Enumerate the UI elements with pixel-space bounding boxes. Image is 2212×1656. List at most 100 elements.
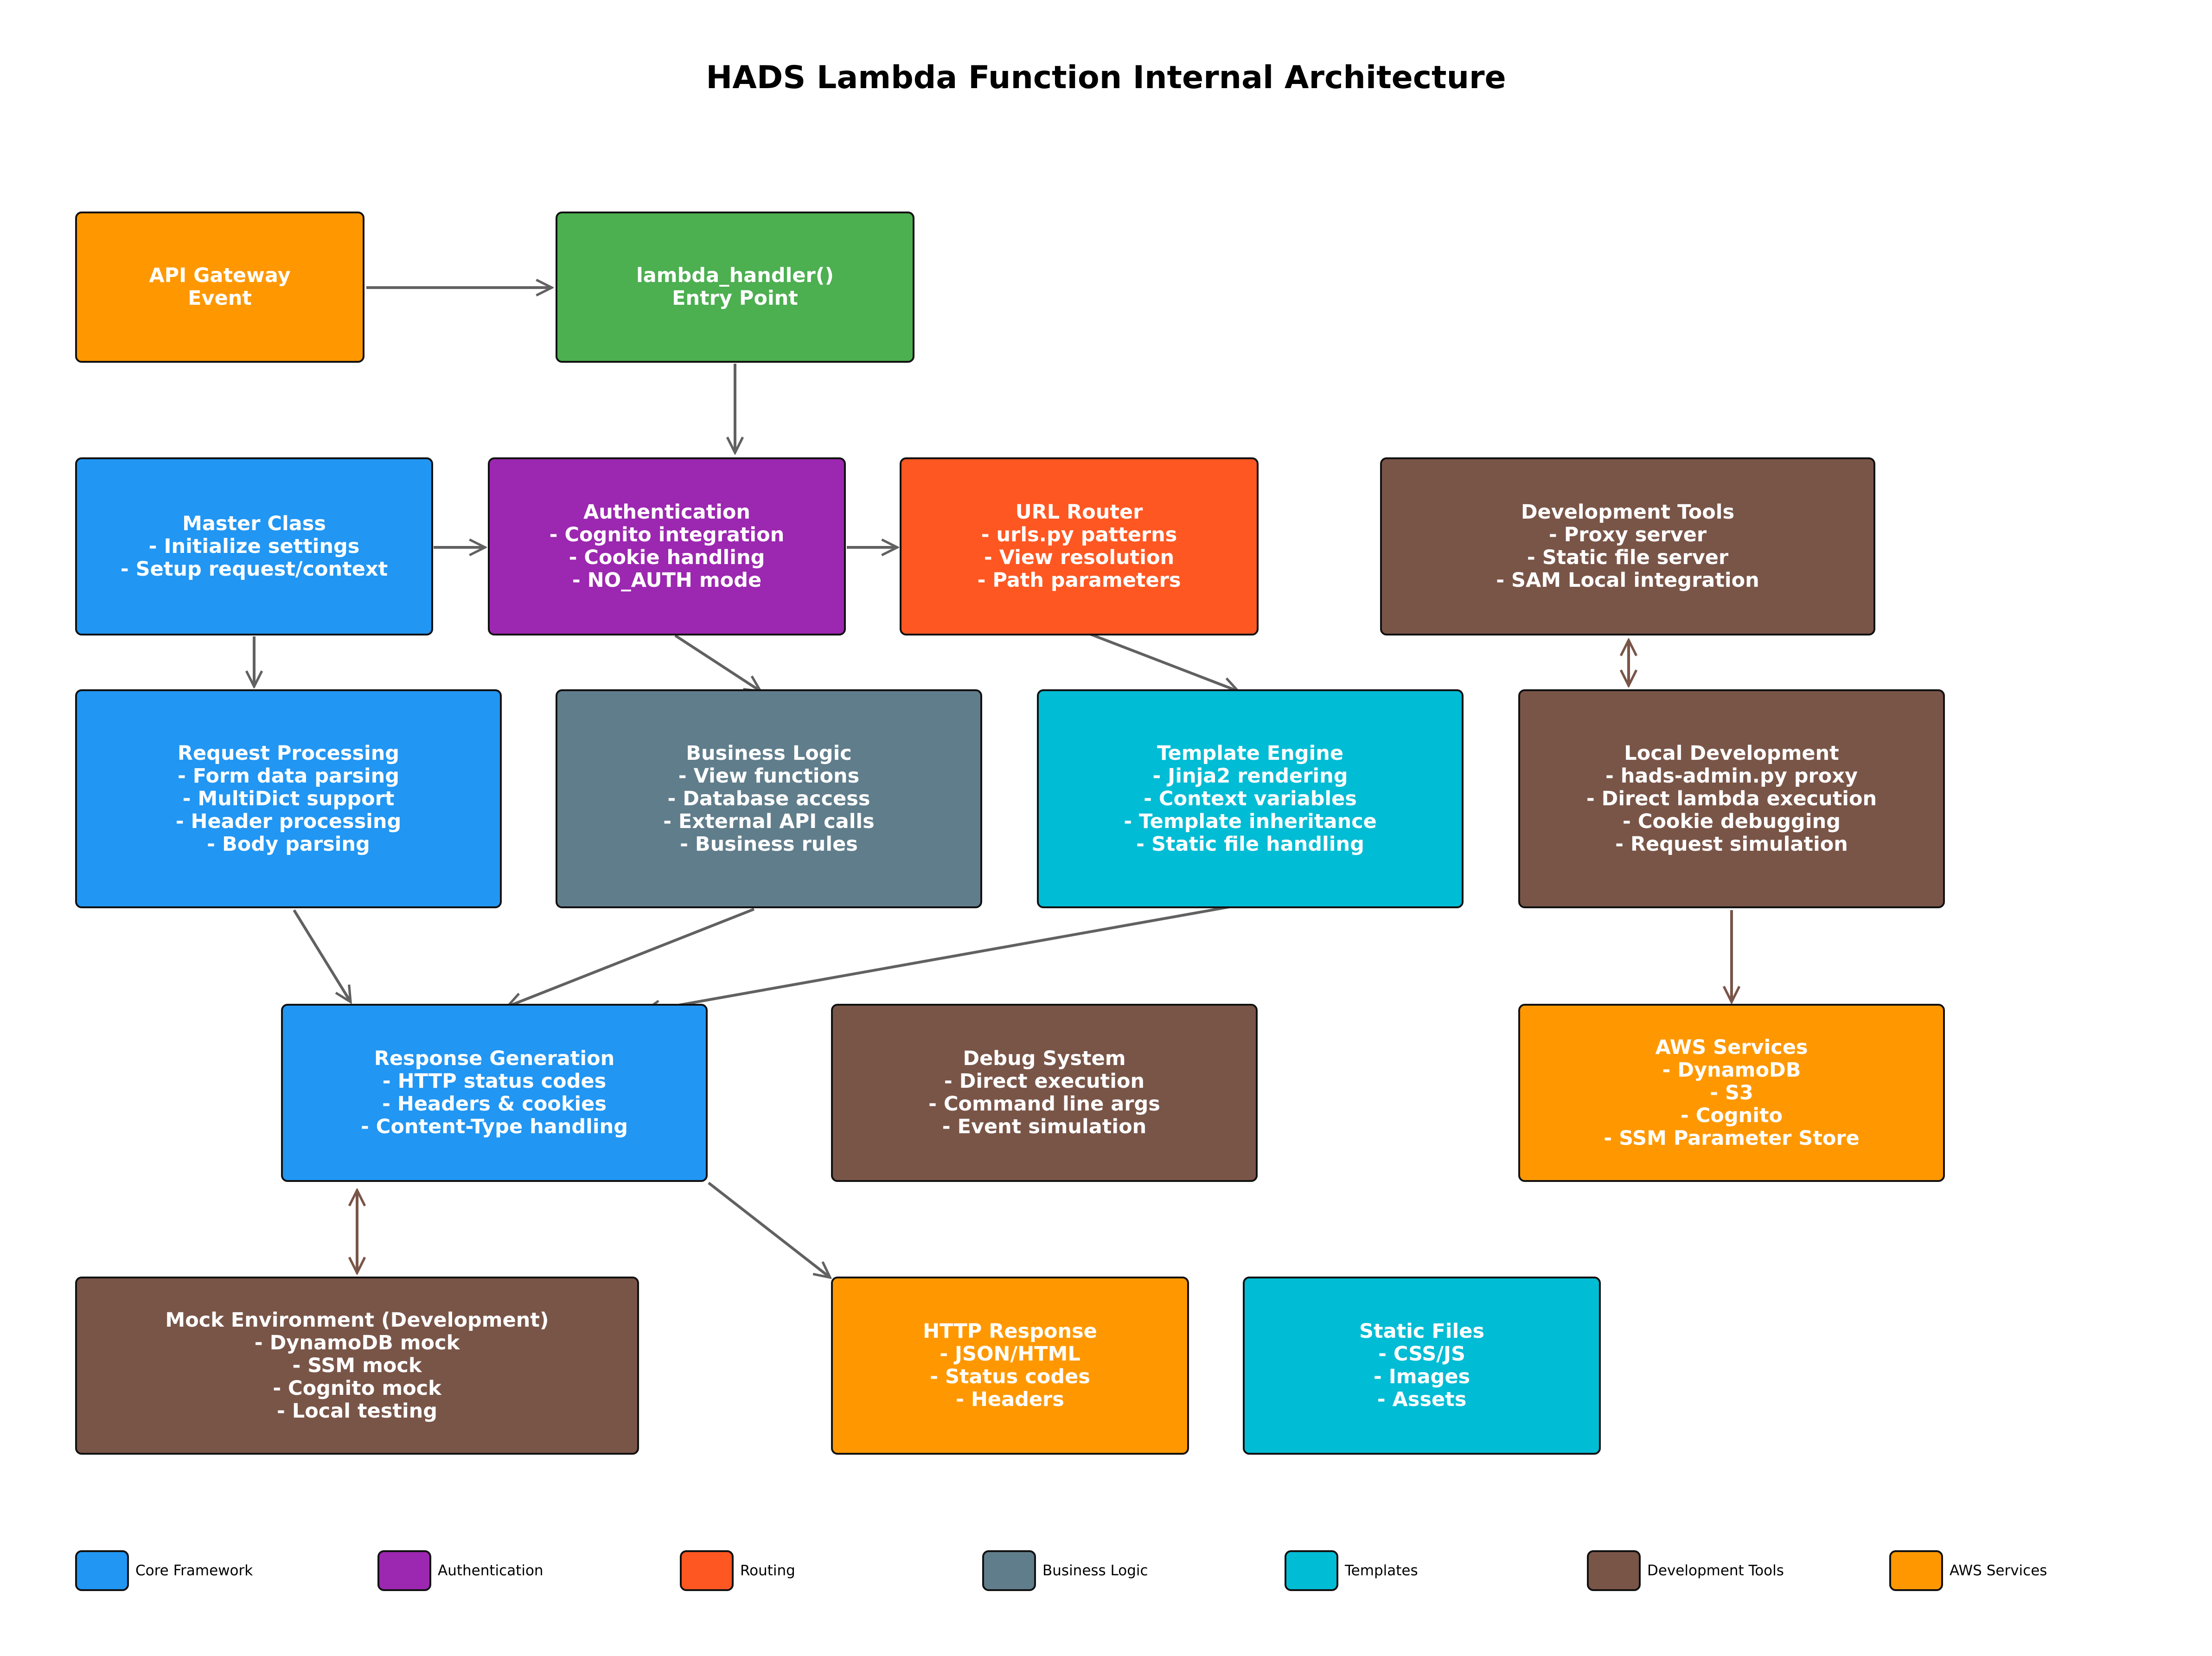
- node-bullet: - Template inheritance: [1124, 809, 1377, 833]
- node-bullet: - Content-Type handling: [360, 1115, 628, 1138]
- diagram-title: HADS Lambda Function Internal Architectu…: [706, 59, 1506, 96]
- legend-label: Core Framework: [135, 1562, 253, 1579]
- node-bullet: - Assets: [1377, 1388, 1467, 1411]
- node-heading: Request Processing: [177, 741, 400, 765]
- legend-swatch: [377, 1550, 431, 1591]
- legend-swatch: [982, 1550, 1036, 1591]
- node-bullet: - SSM mock: [292, 1354, 422, 1377]
- node-heading: Development Tools: [1521, 501, 1735, 524]
- aws-services-node: AWS Services- DynamoDB- S3- Cognito- SSM…: [1518, 1004, 1945, 1182]
- node-bullet: - Static file handling: [1136, 832, 1364, 856]
- node-bullet: - Database access: [667, 787, 870, 810]
- node-bullet: - HTTP status codes: [382, 1070, 607, 1093]
- local-development-node: Local Development- hads-admin.py proxy- …: [1518, 689, 1945, 908]
- node-bullet: - Header processing: [175, 809, 402, 833]
- node-bullet: - Static file server: [1527, 546, 1729, 569]
- master-class-node: Master Class- Initialize settings- Setup…: [75, 457, 433, 635]
- lambda-handler-node: lambda_handler()Entry Point: [556, 212, 914, 363]
- legend-label: AWS Services: [1950, 1562, 2047, 1579]
- node-heading: URL Router: [1015, 501, 1143, 524]
- legend-swatch: [75, 1550, 129, 1591]
- business-logic-node: Business Logic- View functions- Database…: [556, 689, 982, 908]
- legend-business-logic: Business Logic: [982, 1549, 1148, 1592]
- node-heading: Static Files: [1359, 1320, 1484, 1343]
- node-bullet: - Context variables: [1144, 787, 1357, 810]
- node-bullet: - NO_AUTH mode: [572, 569, 762, 592]
- arrow-response-to-http: [708, 1181, 830, 1277]
- node-heading: Response Generation: [374, 1047, 615, 1070]
- node-heading: AWS Services: [1655, 1035, 1808, 1059]
- node-bullet: - Setup request/context: [120, 557, 388, 581]
- node-bullet: - Cookie handling: [569, 546, 765, 569]
- node-bullet: - S3: [1710, 1081, 1753, 1104]
- node-bullet: - Headers & cookies: [382, 1092, 607, 1116]
- arrow-template-to-response: [645, 903, 1243, 1011]
- node-heading: Mock Environment (Development): [165, 1308, 549, 1332]
- node-heading: API Gateway: [149, 264, 291, 287]
- node-heading: Debug System: [963, 1047, 1126, 1070]
- http-response-node: HTTP Response- JSON/HTML- Status codes- …: [831, 1277, 1189, 1455]
- node-bullet: - Jinja2 rendering: [1152, 764, 1348, 788]
- node-bullet: - urls.py patterns: [981, 523, 1177, 546]
- node-bullet: - Status codes: [930, 1365, 1090, 1388]
- legend-development-tools: Development Tools: [1587, 1549, 1784, 1592]
- node-heading: Local Development: [1624, 741, 1839, 765]
- node-bullet: - External API calls: [663, 809, 875, 833]
- url-router-node: URL Router- urls.py patterns- View resol…: [900, 457, 1259, 635]
- legend-label: Business Logic: [1042, 1562, 1148, 1579]
- legend-core-framework: Core Framework: [75, 1549, 253, 1592]
- development-tools-node: Development Tools- Proxy server- Static …: [1380, 457, 1875, 635]
- static-files-node: Static Files- CSS/JS- Images- Assets: [1243, 1277, 1601, 1455]
- node-bullet: - View resolution: [984, 546, 1175, 569]
- node-bullet: - Cognito integration: [549, 523, 785, 546]
- node-bullet: - DynamoDB mock: [254, 1331, 460, 1354]
- legend-swatch: [1285, 1550, 1338, 1591]
- legend-aws-services: AWS Services: [1889, 1549, 2047, 1592]
- node-bullet: - Initialize settings: [148, 534, 360, 558]
- node-bullet: - Command line args: [928, 1092, 1160, 1116]
- authentication-node: Authentication- Cognito integration- Coo…: [488, 457, 846, 635]
- node-heading: Template Engine: [1157, 741, 1344, 765]
- node-bullet: - Business rules: [680, 832, 858, 856]
- node-bullet: - DynamoDB: [1662, 1058, 1801, 1082]
- node-bullet: - SSM Parameter Store: [1604, 1126, 1860, 1150]
- node-bullet: - Local testing: [277, 1399, 437, 1423]
- node-bullet: - Cookie debugging: [1623, 809, 1841, 833]
- node-heading: Business Logic: [686, 741, 852, 765]
- node-bullet: - Cognito mock: [273, 1376, 441, 1400]
- node-heading: lambda_handler(): [636, 264, 834, 287]
- node-bullet: - Direct lambda execution: [1586, 787, 1877, 810]
- legend-label: Authentication: [438, 1562, 543, 1579]
- legend-routing: Routing: [680, 1549, 795, 1592]
- legend-templates: Templates: [1285, 1549, 1418, 1592]
- legend-swatch: [680, 1550, 734, 1591]
- node-bullet: - Form data parsing: [177, 764, 400, 788]
- legend-label: Routing: [740, 1562, 795, 1579]
- arrow-request-to-response: [293, 909, 351, 1002]
- node-heading: Master Class: [182, 512, 326, 535]
- node-bullet: - Path parameters: [977, 569, 1181, 592]
- legend-label: Development Tools: [1647, 1562, 1784, 1579]
- request-processing-node: Request Processing- Form data parsing- M…: [75, 689, 502, 908]
- node-bullet: Event: [188, 287, 252, 310]
- node-bullet: - View functions: [678, 764, 860, 788]
- node-heading: HTTP Response: [923, 1320, 1097, 1343]
- node-bullet: - Event simulation: [942, 1115, 1147, 1138]
- arrow-business-to-response: [507, 908, 755, 1007]
- node-bullet: - CSS/JS: [1378, 1342, 1465, 1366]
- arrow-auth-to-business: [674, 634, 761, 691]
- node-bullet: - hads-admin.py proxy: [1605, 764, 1858, 788]
- node-bullet: - Proxy server: [1548, 523, 1707, 546]
- node-bullet: - SAM Local integration: [1496, 569, 1759, 592]
- node-bullet: Entry Point: [672, 287, 798, 310]
- node-bullet: - MultiDict support: [182, 787, 395, 810]
- node-bullet: - Images: [1373, 1365, 1470, 1388]
- node-bullet: - Direct execution: [944, 1070, 1145, 1093]
- node-bullet: - Cognito: [1680, 1104, 1783, 1127]
- debug-system-node: Debug System- Direct execution- Command …: [831, 1004, 1258, 1182]
- legend-authentication: Authentication: [377, 1549, 543, 1592]
- node-bullet: - Request simulation: [1615, 832, 1848, 856]
- arrow-router-to-template: [1088, 632, 1238, 691]
